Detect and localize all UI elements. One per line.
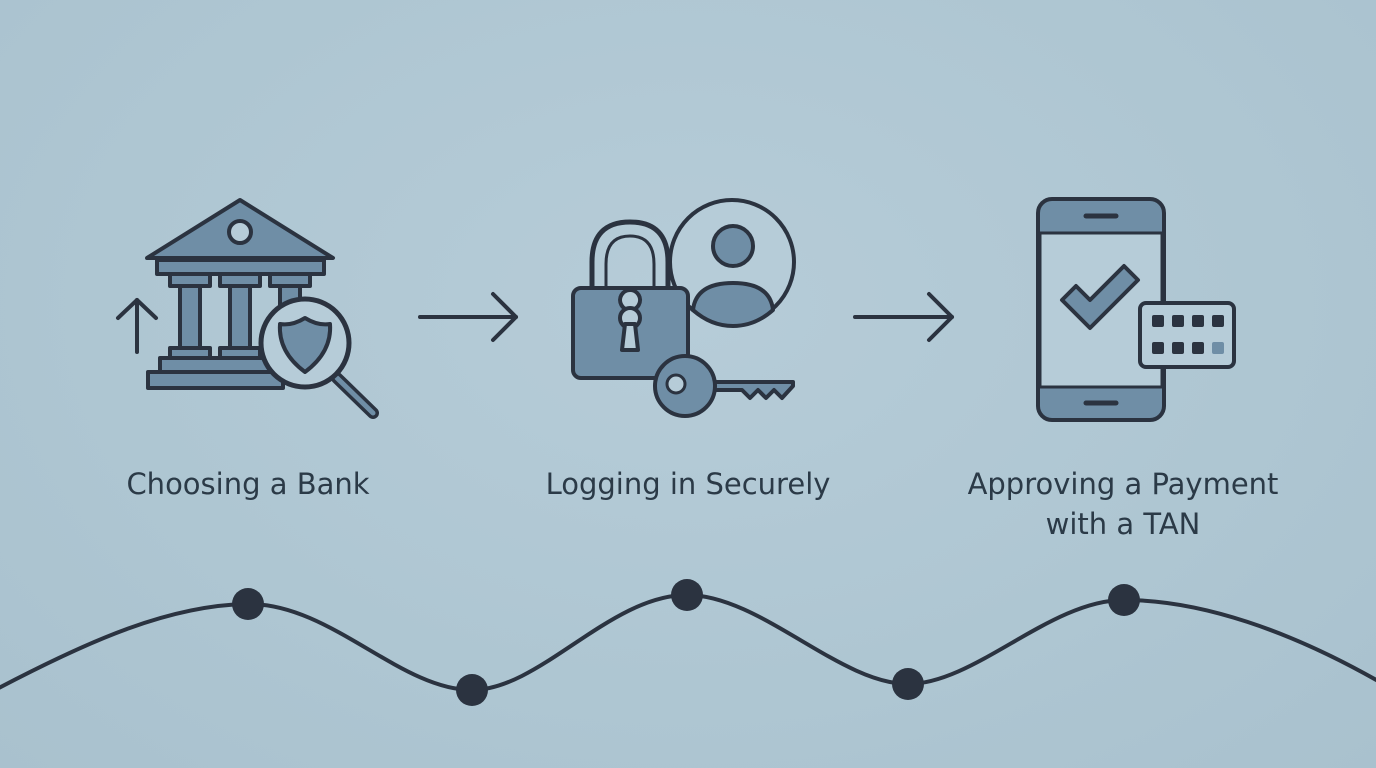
phone-check-tan-keypad-icon xyxy=(1036,197,1236,422)
arrow-right-icon xyxy=(853,292,954,342)
timeline-node xyxy=(671,579,703,611)
padlock-user-key-icon xyxy=(571,198,796,418)
timeline-node xyxy=(456,674,488,706)
timeline-node xyxy=(892,668,924,700)
timeline-wave xyxy=(0,579,1376,706)
step-label-logging-in: Logging in Securely xyxy=(545,467,831,501)
timeline-node xyxy=(1108,584,1140,616)
step-label-approving-payment: Approving a Payment with a TAN xyxy=(967,467,1279,541)
arrow-up-icon xyxy=(116,298,158,354)
arrow-right-icon xyxy=(418,292,518,342)
bank-with-magnifier-shield-icon xyxy=(116,198,379,419)
timeline-node xyxy=(232,588,264,620)
step-label-choosing-bank: Choosing a Bank xyxy=(126,467,370,501)
